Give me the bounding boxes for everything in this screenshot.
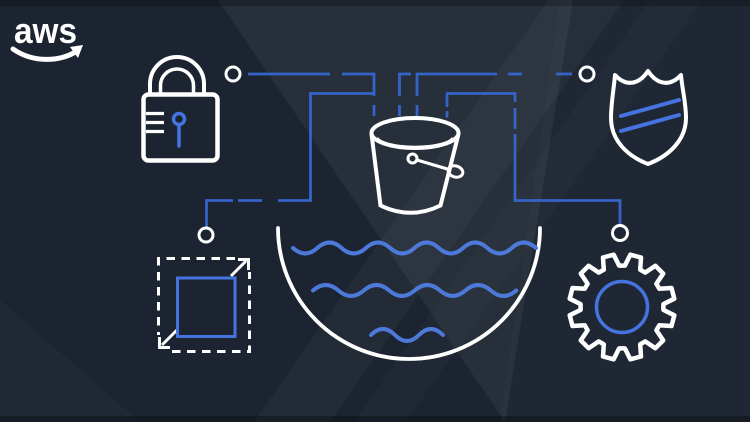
bowl-icon xyxy=(276,226,542,361)
bucket-handle-bar xyxy=(416,158,450,171)
gear-icon xyxy=(567,252,677,362)
shield-stripe-1 xyxy=(619,98,681,118)
gear-outline xyxy=(567,252,677,362)
lock-body xyxy=(141,92,220,163)
circuit-drip-2-top xyxy=(398,72,411,96)
circuit-right-branch-bottom xyxy=(513,134,622,225)
aws-smile-arrowhead xyxy=(70,45,83,58)
shard-bottom-left xyxy=(0,300,140,422)
circuit-left-dash-2-corner xyxy=(205,199,233,227)
node-circle-resize xyxy=(197,226,215,244)
circuit-top-seg-3-corner xyxy=(415,72,497,96)
bottom-edge-shade xyxy=(0,416,750,422)
aws-logo: aws xyxy=(10,10,83,62)
circuit-lines xyxy=(205,72,622,227)
aws-logo-text: aws xyxy=(14,10,77,51)
wave-line-1 xyxy=(291,240,538,256)
node-circle-gear xyxy=(611,224,629,242)
node-circle-lock xyxy=(224,65,242,83)
aws-smile-swoosh xyxy=(10,46,80,62)
resize-inner-square xyxy=(176,276,237,338)
lock-keyhole-circle xyxy=(171,111,187,127)
bucket-handle-loop xyxy=(446,164,465,179)
resize-dashed-edge-2 xyxy=(172,272,251,353)
lock-shackle-inner xyxy=(158,67,196,95)
wave-line-3 xyxy=(369,327,445,343)
shield-icon xyxy=(609,69,688,166)
circuit-top-seg-2-corner xyxy=(342,72,376,96)
bucket-rim-inner xyxy=(375,137,455,149)
circuit-left-branch xyxy=(278,92,375,202)
lock-text-lines xyxy=(146,111,164,134)
node-circles xyxy=(197,65,629,244)
node-circle-shield xyxy=(578,65,596,83)
bucket-body xyxy=(369,133,461,215)
circuit-right-branch-top xyxy=(446,92,517,102)
waves-icon xyxy=(291,240,538,343)
bucket-handle-pivot xyxy=(406,152,419,165)
resize-arrow-ne-head xyxy=(238,258,250,270)
lock-shackle-outer xyxy=(148,55,206,95)
gear-center-circle xyxy=(594,279,650,335)
wave-line-2 xyxy=(311,283,519,298)
resize-arrow-sw-shaft xyxy=(160,328,179,347)
shield-stripe-2 xyxy=(619,113,681,133)
top-edge-shade xyxy=(0,0,750,6)
resize-dashed-edge-1 xyxy=(157,257,235,335)
lock-icon xyxy=(141,55,220,163)
bowl-arc xyxy=(276,226,542,361)
resize-icon xyxy=(157,257,251,353)
resize-arrow-ne-shaft xyxy=(229,259,248,278)
shield-outline xyxy=(609,69,688,166)
resize-arrow-sw-head xyxy=(158,337,170,349)
bucket-icon xyxy=(369,116,465,215)
